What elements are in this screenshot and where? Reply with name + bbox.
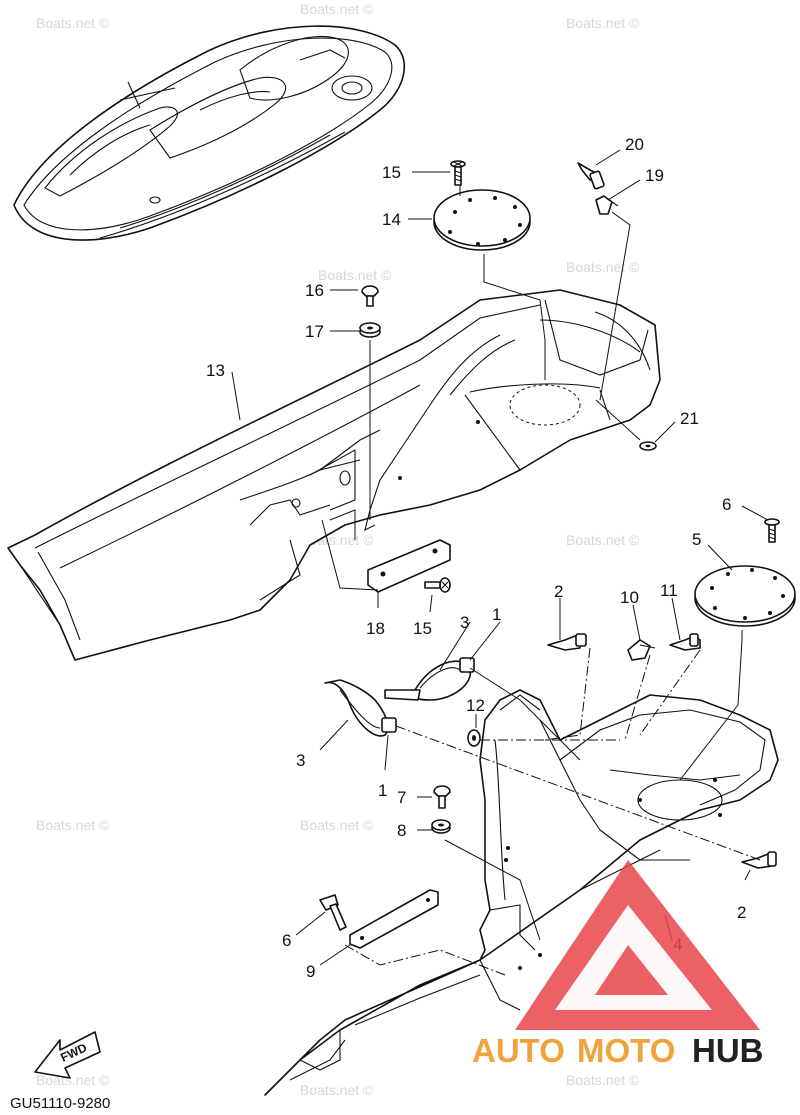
watermark: Boats.net © [566, 532, 640, 548]
screw-part-15 [450, 160, 466, 186]
washer-part-17 [359, 322, 381, 338]
callout-label: 5 [692, 530, 701, 549]
clip-part-19 [595, 195, 619, 215]
diagram-code: GU51110-9280 [10, 1095, 110, 1112]
cover-part-5 [694, 565, 796, 627]
washer-part-12 [467, 729, 481, 747]
clip-part-10 [627, 639, 656, 661]
watermark: Boats.net © [36, 15, 110, 31]
callout-label: 6 [722, 495, 731, 514]
watermark: Boats.net © [566, 1072, 640, 1088]
watermark: Boats.net © [566, 259, 640, 275]
watermark: Boats.net © [300, 817, 374, 833]
callout-label: 3 [460, 613, 469, 632]
clamp-part-1 [459, 657, 475, 673]
pin-part-2 [547, 633, 587, 651]
logo-text-hub: HUB [692, 1032, 764, 1069]
callout-label: 15 [382, 163, 401, 182]
screw-part-15b [424, 577, 451, 593]
callout-label: 17 [305, 322, 324, 341]
callout-label: 13 [206, 361, 225, 380]
callout-label: 19 [645, 166, 664, 185]
pin-part-20 [577, 162, 605, 190]
callout-label: 10 [620, 588, 639, 607]
watermark: Boats.net © [318, 267, 392, 283]
callout-label: 7 [397, 788, 406, 807]
pin-part-2b [741, 851, 777, 869]
callout-label: 2 [554, 582, 563, 601]
callout-label: 8 [397, 821, 406, 840]
watermark: Boats.net © [300, 1082, 374, 1098]
callout-label: 16 [305, 281, 324, 300]
callout-label: 11 [660, 581, 678, 600]
screw-part-6b [319, 894, 347, 931]
cover-part-14 [433, 189, 531, 251]
callout-label: 12 [466, 696, 485, 715]
bolt-part-7 [433, 785, 451, 809]
callout-label: 21 [680, 409, 699, 428]
watermark: Boats.net © [36, 817, 110, 833]
hood-part-13 [7, 289, 661, 661]
strap-part-3b [324, 679, 389, 737]
callout-label: 1 [492, 605, 501, 624]
watermark: Boats.net © [566, 15, 640, 31]
callout-label: 15 [413, 619, 432, 638]
watermark: Boats.net © [300, 1, 374, 17]
callout-label: 9 [306, 962, 315, 981]
bolt-part-16 [361, 285, 379, 307]
callout-label: 2 [737, 903, 746, 922]
logo-text-moto: MOTO [577, 1032, 675, 1069]
callout-label: 18 [366, 619, 385, 638]
pin-part-11 [669, 633, 701, 651]
watercraft-overview-illustration [13, 25, 406, 241]
screw-part-6 [764, 518, 780, 543]
logo-text-auto: AUTO [472, 1032, 565, 1069]
clamp-part-1b [381, 717, 397, 733]
callout-label: 3 [296, 751, 305, 770]
plate-part-18 [367, 539, 451, 593]
washer-part-8 [431, 819, 451, 834]
callout-label: 6 [282, 931, 291, 950]
callout-label: 1 [378, 781, 387, 800]
callout-label: 20 [625, 135, 644, 154]
callout-label: 14 [382, 210, 401, 229]
washer-part-21 [639, 441, 657, 451]
callout-labels: 20 19 15 14 16 17 13 21 6 5 18 15 2 10 1… [206, 135, 746, 981]
strap-part-3 [384, 660, 471, 701]
plate-part-9 [349, 889, 439, 949]
automotohub-logo: AUTO MOTO HUB [472, 860, 764, 1069]
